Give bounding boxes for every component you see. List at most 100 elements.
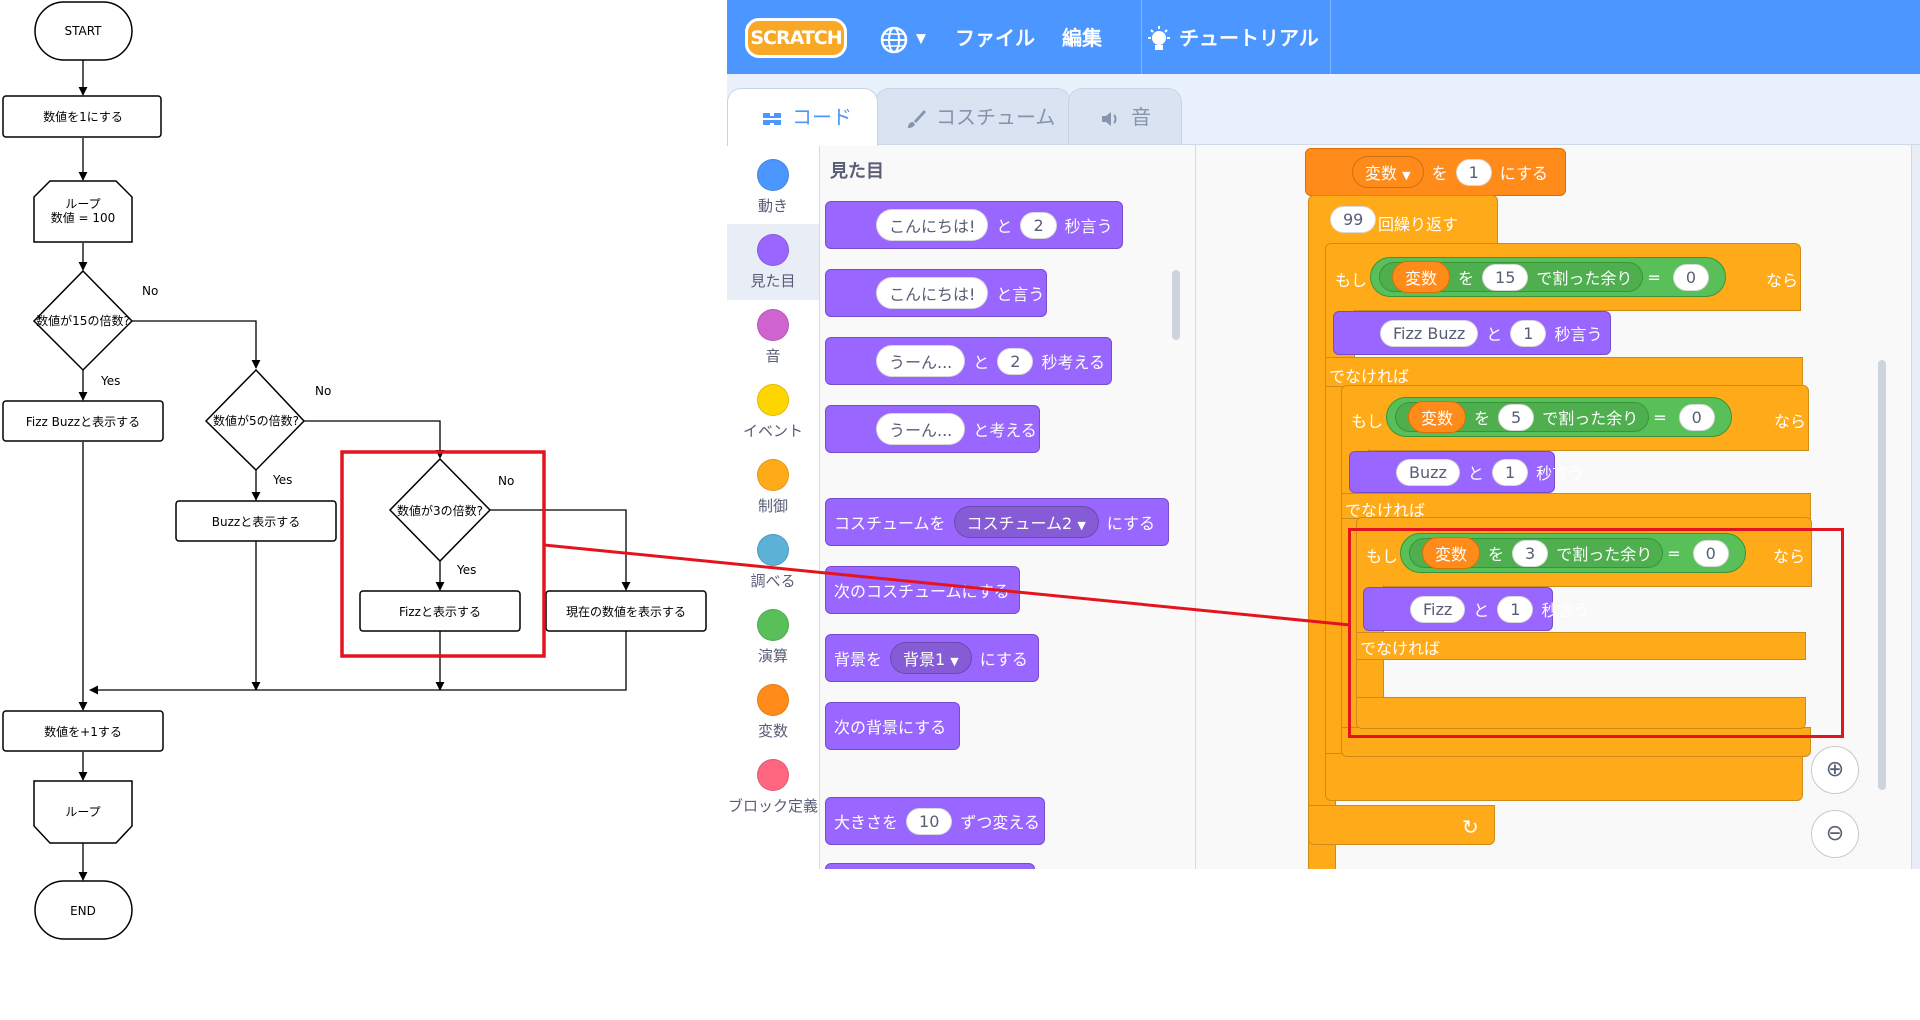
file-menu[interactable]: ファイル bbox=[955, 26, 1035, 50]
tab-costume[interactable]: コスチューム bbox=[875, 88, 1071, 144]
repeat-block-header[interactable] bbox=[1308, 195, 1498, 245]
think-text-input[interactable]: うーん... bbox=[876, 345, 966, 377]
next-backdrop-block[interactable]: 次の背景にする bbox=[825, 702, 960, 750]
category-dot bbox=[757, 309, 789, 341]
secs-input[interactable]: 1 bbox=[1497, 595, 1534, 623]
category-label: 変数 bbox=[757, 722, 788, 740]
repeat-label: 回繰り返す bbox=[1378, 215, 1459, 234]
repeat-block-footer[interactable] bbox=[1308, 805, 1495, 845]
block-text: と言う bbox=[996, 285, 1045, 304]
divisor-input[interactable]: 15 bbox=[1482, 263, 1529, 291]
repeat-count-input[interactable]: 99 bbox=[1330, 206, 1377, 233]
say-text-input[interactable]: Fizz bbox=[1410, 595, 1466, 623]
result-input[interactable]: 0 bbox=[1678, 403, 1715, 431]
tab-sound[interactable]: 音 bbox=[1068, 88, 1182, 144]
say-text-input[interactable]: Buzz bbox=[1396, 458, 1460, 486]
else-section-3 bbox=[1356, 632, 1806, 660]
category-looks[interactable]: 見た目 bbox=[727, 224, 819, 300]
backdrop-dropdown[interactable]: 背景1 ▼ bbox=[890, 642, 972, 674]
say-block[interactable]: こんにちは! と言う bbox=[825, 269, 1047, 317]
say-text-input[interactable]: Fizz Buzz bbox=[1380, 319, 1479, 347]
workspace-scrollbar[interactable] bbox=[1878, 360, 1886, 790]
variable-reporter[interactable]: 変数 bbox=[1422, 537, 1481, 569]
fizz-label: Fizzと表示する bbox=[399, 605, 481, 619]
category-events[interactable]: イベント bbox=[727, 374, 819, 450]
partial-block[interactable] bbox=[825, 863, 1035, 869]
category-sound[interactable]: 音 bbox=[727, 299, 819, 375]
palette-scrollbar[interactable] bbox=[1172, 270, 1180, 340]
switch-costume-block[interactable]: コスチュームをコスチューム2 ▼ にする bbox=[825, 498, 1169, 546]
zoom-out-icon[interactable]: ⊖ bbox=[1811, 810, 1859, 858]
variable-reporter[interactable]: 変数 bbox=[1408, 401, 1467, 433]
tab-code[interactable]: コード bbox=[727, 88, 878, 146]
category-label: イベント bbox=[742, 422, 803, 440]
value-input[interactable]: 1 bbox=[1455, 158, 1492, 186]
variable-reporter[interactable]: 変数 bbox=[1392, 261, 1451, 293]
no-label-3: No bbox=[498, 474, 514, 488]
secs-input[interactable]: 2 bbox=[1020, 211, 1057, 239]
loop-condition-label: 数値 = 100 bbox=[51, 210, 116, 225]
say-text-input[interactable]: こんにちは! bbox=[876, 209, 989, 241]
language-menu[interactable]: ▼ bbox=[879, 20, 926, 56]
buzz-label: Buzzと表示する bbox=[212, 515, 300, 529]
category-operators[interactable]: 演算 bbox=[727, 599, 819, 675]
then-label: なら bbox=[1773, 547, 1806, 566]
category-sensing[interactable]: 調べる bbox=[727, 524, 819, 600]
block-text: を bbox=[1458, 269, 1475, 288]
category-dot bbox=[757, 609, 789, 641]
loop-label: ループ bbox=[65, 197, 100, 211]
block-text: で割った余り bbox=[1542, 409, 1639, 428]
block-text: と bbox=[996, 217, 1013, 236]
category-dot bbox=[757, 384, 789, 416]
switch-backdrop-block[interactable]: 背景を背景1 ▼にする bbox=[825, 634, 1039, 682]
result-input[interactable]: 0 bbox=[1672, 263, 1709, 291]
divisor-input[interactable]: 3 bbox=[1512, 539, 1549, 567]
divisor-input[interactable]: 5 bbox=[1498, 403, 1535, 431]
equals-sign: = bbox=[1653, 407, 1667, 427]
category-label: 見た目 bbox=[750, 272, 796, 290]
dropdown-arrow-icon: ▼ bbox=[1077, 519, 1086, 532]
block-text: コスチュームを bbox=[834, 514, 946, 533]
secs-input[interactable]: 1 bbox=[1491, 458, 1529, 486]
zoom-in-icon[interactable]: ⊕ bbox=[1811, 746, 1859, 794]
block-text: 秒考える bbox=[1041, 353, 1105, 372]
think-block[interactable]: うーん...と考える bbox=[825, 405, 1040, 453]
decision-3 bbox=[388, 457, 492, 563]
edit-menu[interactable]: 編集 bbox=[1062, 26, 1102, 50]
category-variables[interactable]: 変数 bbox=[727, 674, 819, 750]
brush-icon bbox=[908, 109, 926, 128]
next-costume-block[interactable]: 次のコスチュームにする bbox=[825, 566, 1020, 614]
costume-dropdown[interactable]: コスチューム2 ▼ bbox=[953, 506, 1099, 538]
category-my-blocks[interactable]: ブロック定義 bbox=[727, 749, 819, 849]
secs-input[interactable]: 1 bbox=[1510, 319, 1547, 347]
block-text: にする bbox=[1106, 514, 1155, 533]
secs-input[interactable]: 2 bbox=[997, 347, 1034, 375]
fizzbuzz-label: Fizz Buzzと表示する bbox=[26, 415, 140, 429]
category-label: 演算 bbox=[757, 647, 788, 665]
category-control[interactable]: 制御 bbox=[727, 449, 819, 525]
stage-panel-edge bbox=[1911, 145, 1920, 869]
block-text: 秒言う bbox=[1541, 601, 1590, 620]
scratch-logo[interactable]: SCRATCH bbox=[745, 18, 847, 58]
size-input[interactable]: 10 bbox=[906, 807, 953, 835]
say-text-input[interactable]: こんにちは! bbox=[876, 277, 989, 309]
think-text-input[interactable]: うーん... bbox=[876, 413, 966, 445]
result-input[interactable]: 0 bbox=[1692, 539, 1729, 567]
category-motion[interactable]: 動き bbox=[727, 149, 819, 225]
tab-costume-label: コスチューム bbox=[936, 105, 1056, 129]
variable-dropdown[interactable]: 変数 ▼ bbox=[1352, 156, 1424, 188]
tutorial-menu[interactable]: チュートリアル bbox=[1145, 20, 1319, 56]
